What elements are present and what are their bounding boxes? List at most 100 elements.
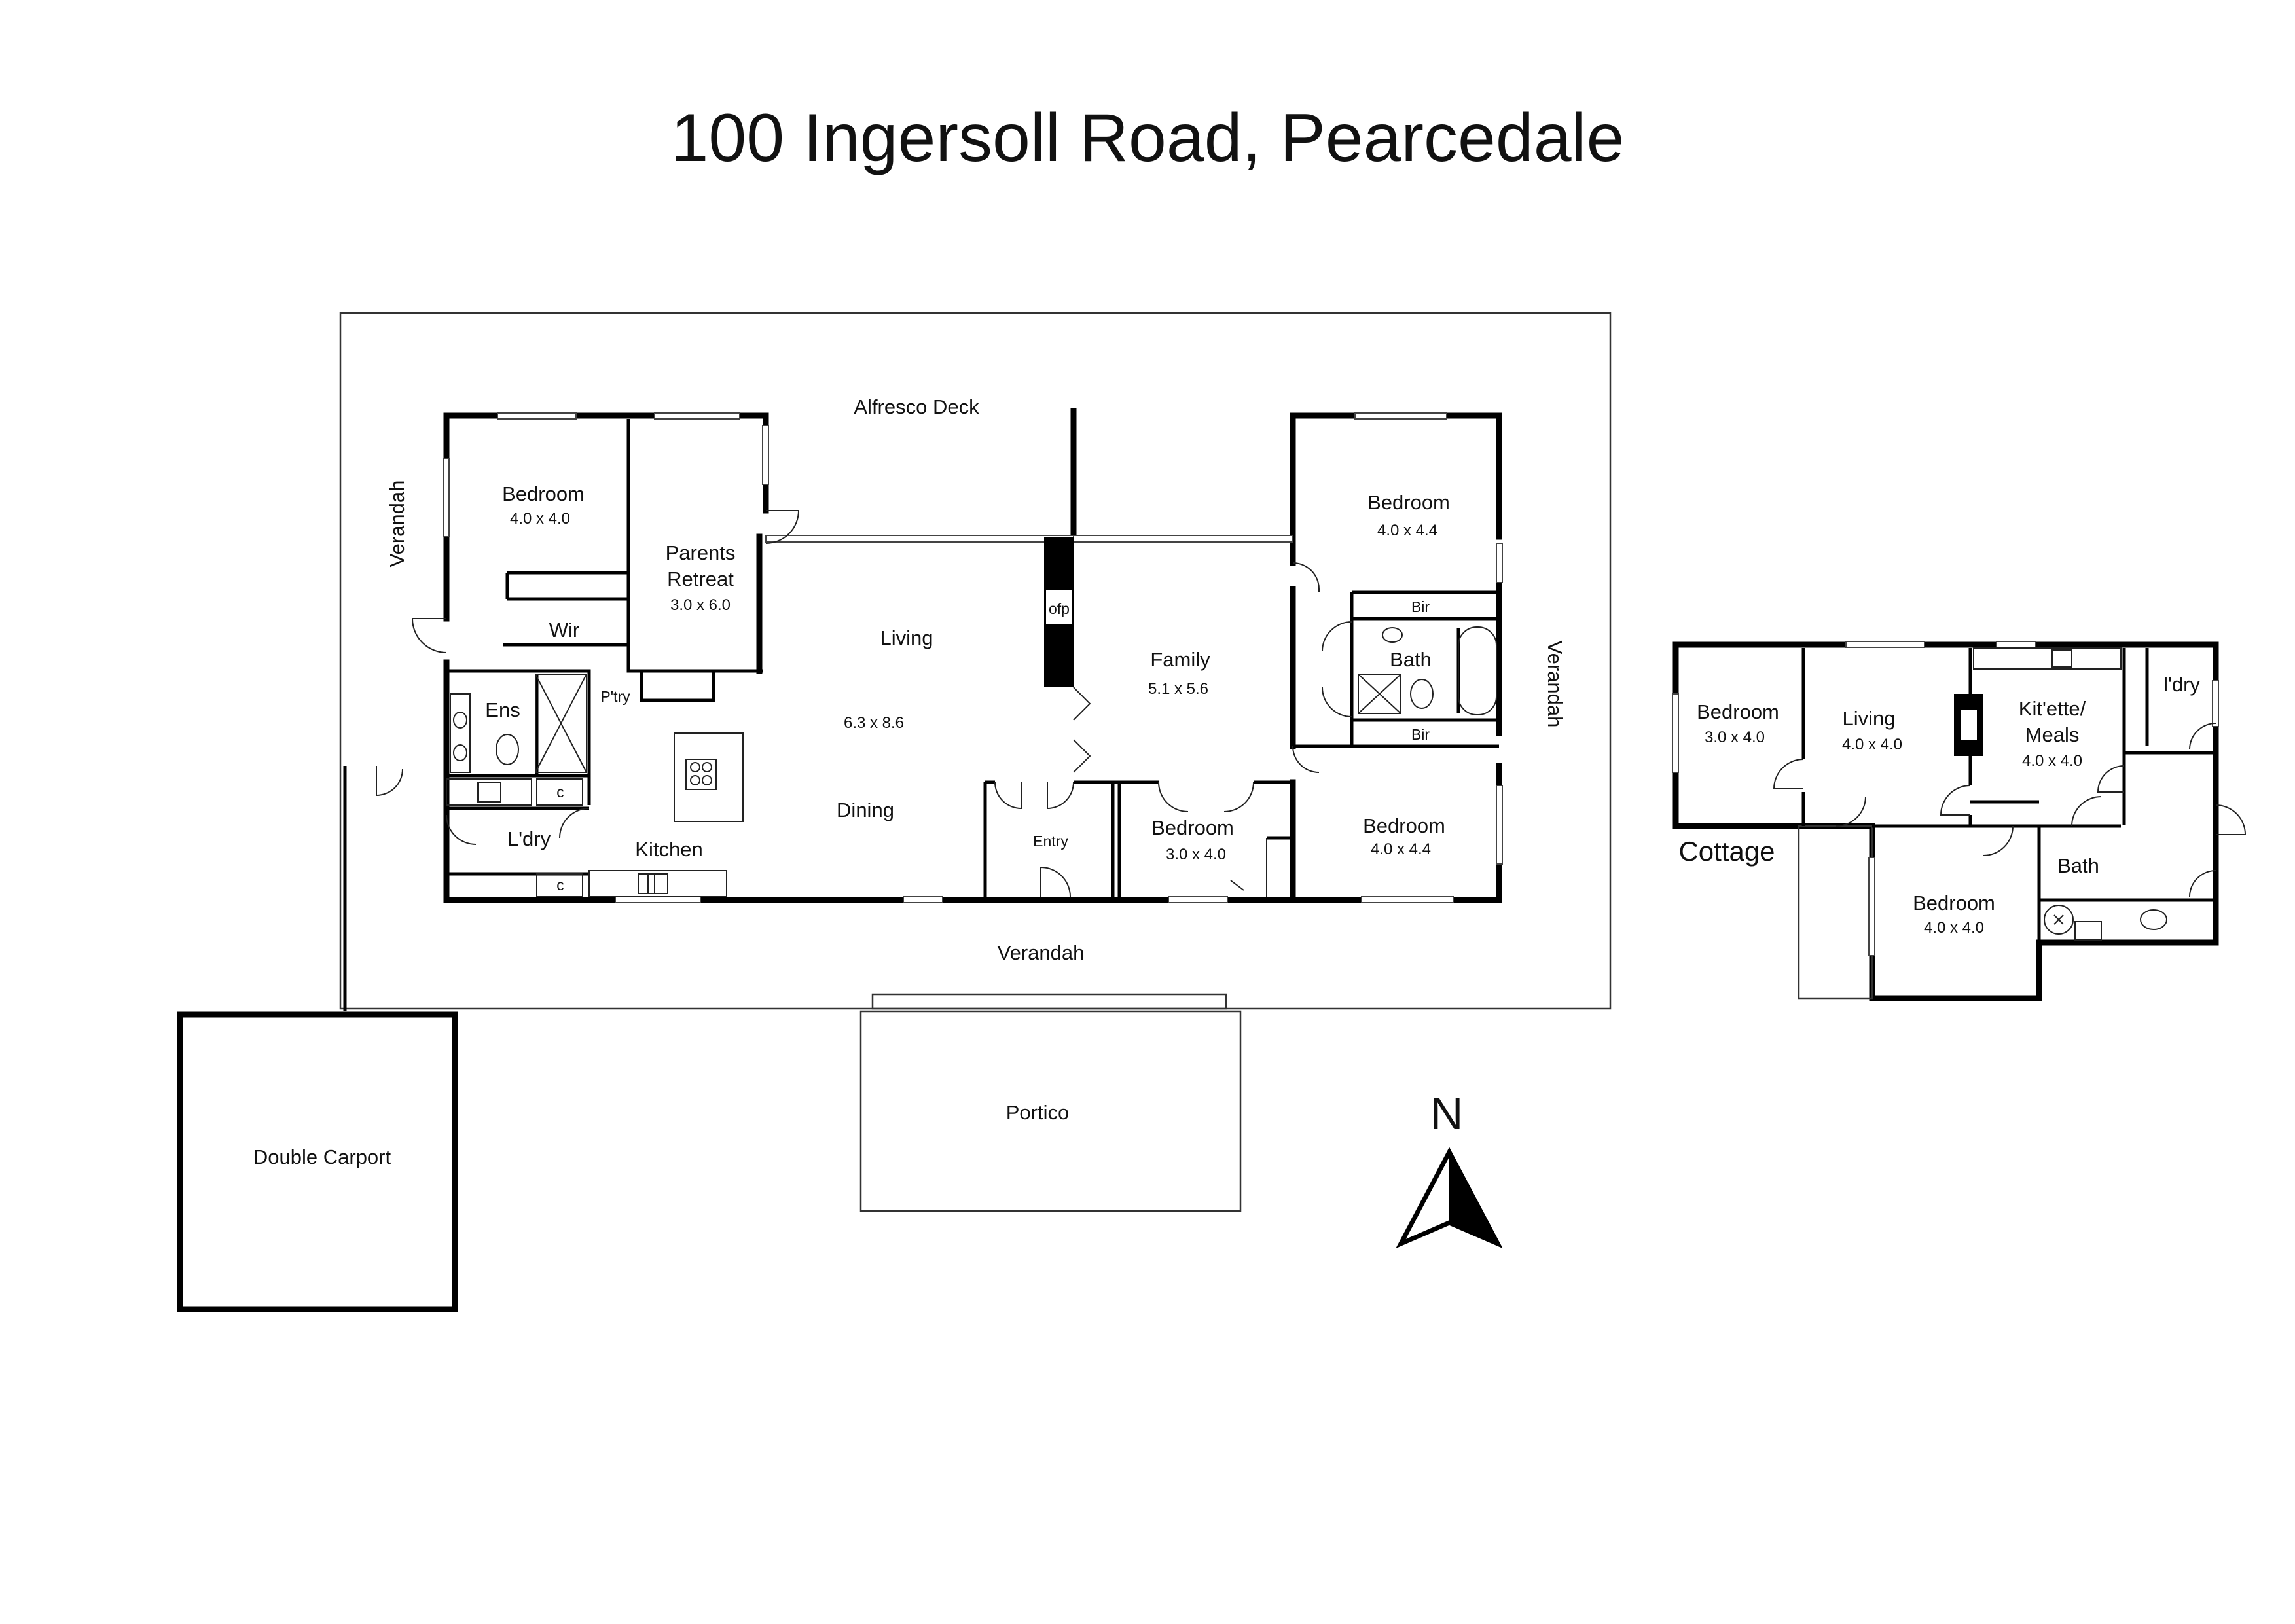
portico-label: Portico xyxy=(1006,1101,1069,1124)
vanity-ensuite xyxy=(450,693,471,773)
parents-retreat-size: 3.0 x 6.0 xyxy=(670,596,731,614)
family-label: Family xyxy=(1150,648,1210,671)
portico-outline xyxy=(859,1010,1242,1212)
shower-cross xyxy=(1358,674,1401,714)
bedroom-s-size: 3.0 x 4.0 xyxy=(1166,846,1226,863)
pantry-label: P'try xyxy=(600,688,630,705)
bedroom-s-label: Bedroom xyxy=(1151,816,1234,839)
fireplace-label: ofp xyxy=(1049,600,1070,617)
north-label: N xyxy=(1430,1088,1464,1139)
verandah-west-label: Verandah xyxy=(386,480,408,568)
bedroom-ne-label: Bedroom xyxy=(1367,491,1450,514)
page-title: 100 Ingersoll Road, Pearcedale xyxy=(671,100,1625,176)
toilet-icon xyxy=(496,734,519,765)
cottage-fireplace-opening xyxy=(1961,710,1977,740)
bir-1-label: Bir xyxy=(1411,598,1430,615)
cottage-vanity xyxy=(2074,921,2102,941)
sliding-door-living xyxy=(765,535,1074,543)
cottage-bedroom-2-size: 4.0 x 4.0 xyxy=(1924,919,1984,937)
door-swings xyxy=(376,510,1352,897)
bedroom-se-size: 4.0 x 4.4 xyxy=(1371,840,1431,858)
cottage-label: Cottage xyxy=(1678,836,1775,867)
bir-2-label: Bir xyxy=(1411,726,1430,743)
window xyxy=(762,425,769,485)
window xyxy=(654,412,740,420)
cupboard-c1-label: c xyxy=(556,784,564,801)
living-label: Living xyxy=(880,626,933,649)
living-dining-size: 6.3 x 8.6 xyxy=(844,714,904,732)
kitchen-bench xyxy=(588,870,727,897)
cottage-bedroom-1-size: 3.0 x 4.0 xyxy=(1705,729,1765,746)
ensuite-label: Ens xyxy=(485,698,520,721)
cupboard-c1 xyxy=(536,778,583,806)
shower-icon xyxy=(535,674,587,773)
parents-retreat-label-2: Retreat xyxy=(667,568,734,590)
cottage-sink-icon xyxy=(2051,649,2072,668)
verandah-east-label: Verandah xyxy=(1544,641,1566,728)
window xyxy=(1672,693,1679,773)
bathtub-icon xyxy=(1458,626,1497,715)
cottage-toilet-icon xyxy=(2140,909,2167,930)
cottage: Cottage Bedroom 3.0 x 4.0 Living 4.0 x 4… xyxy=(1672,641,2247,1001)
cottage-shower-icon xyxy=(2044,905,2074,935)
alfresco-label: Alfresco Deck xyxy=(854,395,979,418)
cottage-kitchenette-size: 4.0 x 4.0 xyxy=(2022,752,2082,770)
sink-divider xyxy=(647,874,655,893)
cottage-bath-label: Bath xyxy=(2057,854,2099,877)
cottage-shower-x xyxy=(2053,914,2064,925)
cottage-bedroom-2-label: Bedroom xyxy=(1913,892,1995,914)
bath-label: Bath xyxy=(1390,648,1432,671)
cottage-living-size: 4.0 x 4.0 xyxy=(1842,736,1902,753)
cottage-bedroom-1-label: Bedroom xyxy=(1697,700,1779,723)
sink-icon xyxy=(638,873,668,894)
cottage-kitchenette-label-1: Kit'ette/ xyxy=(2019,697,2086,720)
bedroom-ne-size: 4.0 x 4.4 xyxy=(1377,522,1437,539)
cottage-kitchenette-label-2: Meals xyxy=(2025,723,2080,746)
north-arrow-icon: N xyxy=(1396,1088,1503,1249)
window xyxy=(1845,641,1925,648)
laundry-tub-icon xyxy=(477,782,501,803)
cupboard-c2 xyxy=(536,873,583,897)
window xyxy=(2212,680,2219,727)
cooktop-icon xyxy=(685,759,717,790)
kitchen-island xyxy=(674,732,744,822)
cottage-laundry-label: l'dry xyxy=(2163,673,2200,696)
window xyxy=(1496,785,1503,865)
verandah-south-label: Verandah xyxy=(998,941,1085,964)
window xyxy=(615,896,701,903)
dining-label: Dining xyxy=(837,799,894,821)
window xyxy=(1868,857,1875,956)
fireplace-opening xyxy=(1045,588,1073,626)
family-size: 5.1 x 5.6 xyxy=(1148,680,1208,698)
main-house: Alfresco Deck Verandah Verandah Verandah… xyxy=(177,312,1612,1312)
basin-icon xyxy=(453,744,467,761)
laundry-label: L'dry xyxy=(507,827,551,850)
cottage-porch xyxy=(1798,825,1873,1000)
shower-cross xyxy=(535,674,587,773)
cupboard-c2-label: c xyxy=(556,876,564,893)
toilet-icon xyxy=(1410,679,1434,709)
window xyxy=(1354,412,1447,420)
carport-outline xyxy=(177,1011,458,1312)
kitchen-label: Kitchen xyxy=(635,838,702,861)
window xyxy=(1168,896,1228,903)
basin-icon xyxy=(1382,627,1403,643)
shower-icon xyxy=(1358,674,1401,714)
window xyxy=(497,412,577,420)
cottage-kitchen-bench xyxy=(1973,647,2122,670)
parents-retreat-label-1: Parents xyxy=(666,541,736,564)
sliding-door-family xyxy=(1073,535,1293,543)
interior-walls xyxy=(446,419,1499,900)
outer-walls xyxy=(443,408,1502,903)
window xyxy=(1496,543,1503,583)
bedroom-nw-size: 4.0 x 4.0 xyxy=(510,510,570,528)
laundry-bench xyxy=(446,778,532,806)
window xyxy=(1361,896,1454,903)
carport-label: Double Carport xyxy=(253,1146,391,1168)
window xyxy=(443,458,450,537)
window xyxy=(1996,641,2036,648)
portico-step xyxy=(871,993,1227,1010)
bedroom-nw-label: Bedroom xyxy=(502,482,585,505)
window xyxy=(903,896,943,903)
